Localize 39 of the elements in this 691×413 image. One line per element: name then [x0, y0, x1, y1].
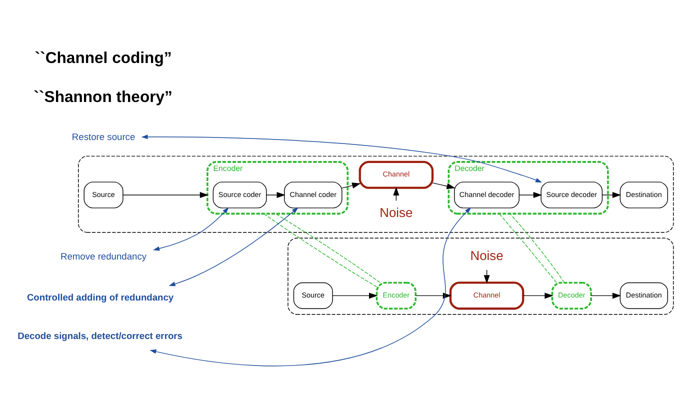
arrow: [342, 182, 361, 188]
node-box: Channel: [358, 160, 434, 189]
node-text: Controlled adding of redundancy: [26, 292, 174, 302]
node-box: Source: [293, 282, 333, 309]
arrow: [432, 182, 456, 190]
connector: [499, 213, 557, 283]
arrow: [518, 192, 542, 198]
cluster: [78, 156, 674, 233]
arrow: [168, 207, 298, 286]
node-box: Decoder: [551, 282, 592, 310]
node-box: Channel coder: [284, 182, 342, 208]
arrow: [522, 292, 554, 299]
node-box: Channel decoder: [454, 182, 520, 208]
connector: [275, 213, 380, 283]
arrow: [141, 134, 542, 182]
arrow: [153, 207, 229, 251]
connector: [510, 213, 565, 283]
node-box: Destination: [620, 282, 668, 309]
node-box: Channel: [449, 282, 524, 310]
node-text: Decode signals, detect/correct errors: [18, 331, 182, 342]
label: ``Channel coding”: [34, 50, 172, 68]
arrow: [266, 192, 286, 198]
node-text: Noise: [470, 248, 504, 264]
node-text: Noise: [380, 204, 413, 220]
node-box: Source: [84, 182, 124, 208]
arrow: [602, 192, 622, 198]
node-box: Destination: [620, 182, 668, 208]
connector: [263, 213, 378, 288]
label: ``Shannon theory”: [34, 88, 172, 106]
node-box: Encoder: [376, 282, 416, 310]
node-text: Remove redundancy: [60, 251, 147, 262]
node-text: Restore source: [72, 132, 136, 142]
node-box: Source decoder: [540, 182, 603, 208]
arrow: [122, 192, 209, 198]
node-box: Source coder: [212, 182, 267, 208]
arrow: [150, 207, 472, 366]
arrow: [332, 292, 378, 299]
cluster: [288, 238, 674, 315]
arrow: [590, 292, 622, 299]
